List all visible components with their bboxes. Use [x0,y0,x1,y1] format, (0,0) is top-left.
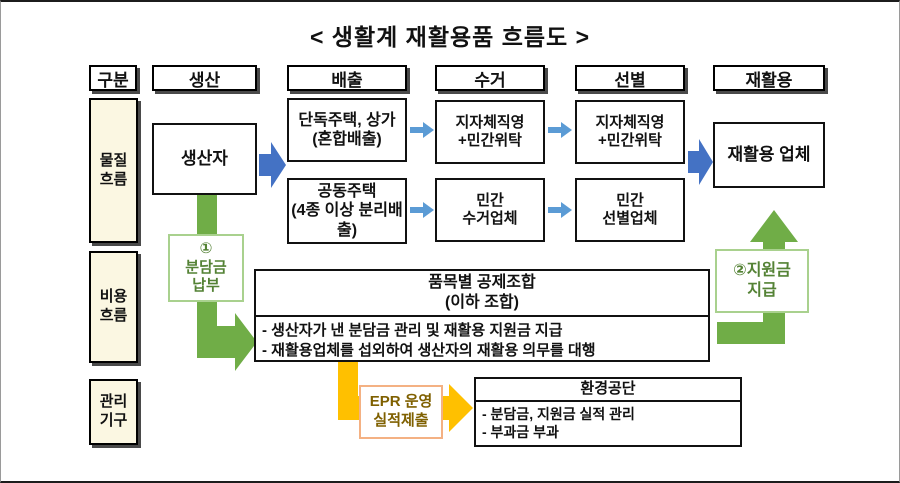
row-label-cost-flow: 비용흐름 [89,251,138,363]
coop-title-line1: 품목별 공제조합 [428,274,536,291]
column-header-collection: 수거 [435,65,545,91]
step2-subsidy-payment-box: ②지원금 지급 [715,249,809,313]
step1-number: ① [199,239,213,257]
keco-title: 환경공단 [476,379,740,402]
producer-box: 생산자 [152,123,257,195]
keco-body: - 분담금, 지원금 실적 관리 - 부과금 부과 [476,402,740,444]
sorting-public-box: 지자체직영 +민간위탁 [575,100,685,164]
keco-bullet-2: - 부과금 부과 [482,423,559,440]
keco-box: 환경공단 - 분담금, 지원금 실적 관리 - 부과금 부과 [474,377,742,447]
step1-line1: 분담금 [185,258,227,276]
collection-private-line2: 수거업체 [462,210,518,227]
discharge-single-line1: 단독주택, 상가 [298,111,396,129]
coop-bullet-1: - 생산자가 낸 분담금 관리 및 재활용 지원금 지급 [262,322,563,339]
column-header-discharge: 배출 [287,65,407,91]
small-blue-arrow-collection1-to-sorting1 [548,122,572,138]
discharge-apartment-box: 공동주택 (4종 이상 분리배출) [287,178,407,244]
step1-contribution-payment-box: ① 분담금 납부 [168,234,244,302]
sorting-public-line1: 지자체직영 [595,114,665,131]
discharge-single-line2: (혼합배출) [312,131,382,148]
collection-public-box: 지자체직영 +민간위탁 [435,100,545,164]
sorting-private-box: 민간 선별업체 [575,178,685,242]
step1-line2: 납부 [192,277,220,295]
collection-private-line1: 민간 [476,192,504,209]
row-label-material-flow: 물질흐름 [89,98,138,243]
coop-title: 품목별 공제조합 (이하 조합) [256,271,708,317]
column-header-recycling: 재활용 [713,65,825,91]
collection-private-box: 민간 수거업체 [435,178,545,242]
sorting-private-line2: 선별업체 [602,210,658,227]
coop-body: - 생산자가 낸 분담금 관리 및 재활용 지원금 지급 - 재활용업체를 섭외… [256,317,708,364]
sorting-public-line2: +민간위탁 [598,132,662,149]
sorting-private-line1: 민간 [616,192,644,209]
producer-label: 생산자 [181,148,228,168]
column-header-sorting: 선별 [575,65,685,91]
discharge-apartment-line1: 공동주택 [317,183,377,201]
small-blue-arrow-discharge1-to-collection1 [410,122,434,138]
small-blue-arrow-discharge2-to-collection2 [410,202,434,218]
page-title: < 생활계 재활용품 흐름도 > [309,24,591,50]
big-blue-arrow-producer-to-discharge [259,142,286,188]
keco-bullet-1: - 분담금, 지원금 실적 관리 [482,405,635,422]
coop-association-box: 품목별 공제조합 (이하 조합) - 생산자가 낸 분담금 관리 및 재활용 지… [254,269,710,362]
row-label-admin-org: 관리기구 [89,379,138,445]
recycler-box: 재활용 업체 [713,122,825,188]
epr-line1: EPR 운영 [369,393,433,411]
step2-line2: 지급 [747,282,777,299]
coop-bullet-2: - 재활용업체를 섭외하여 생산자의 재활용 의무를 대행 [262,342,596,360]
coop-title-line2: (이하 조합) [445,294,519,311]
discharge-apartment-line2: (4종 이상 분리배출) [291,202,403,239]
column-header-production: 생산 [152,65,257,91]
discharge-single-house-box: 단독주택, 상가 (혼합배출) [287,98,407,162]
collection-public-line1: 지자체직영 [455,114,525,131]
epr-line2: 실적제출 [373,412,429,429]
small-blue-arrow-collection2-to-sorting2 [548,202,572,218]
collection-public-line2: +민간위탁 [458,132,522,149]
epr-report-box: EPR 운영 실적제출 [359,385,443,439]
big-blue-arrow-sorting-to-recycler [688,139,713,185]
column-header-category: 구분 [89,65,137,91]
recycler-label: 재활용 업체 [727,144,811,164]
step2-line1: ②지원금 [733,262,791,279]
